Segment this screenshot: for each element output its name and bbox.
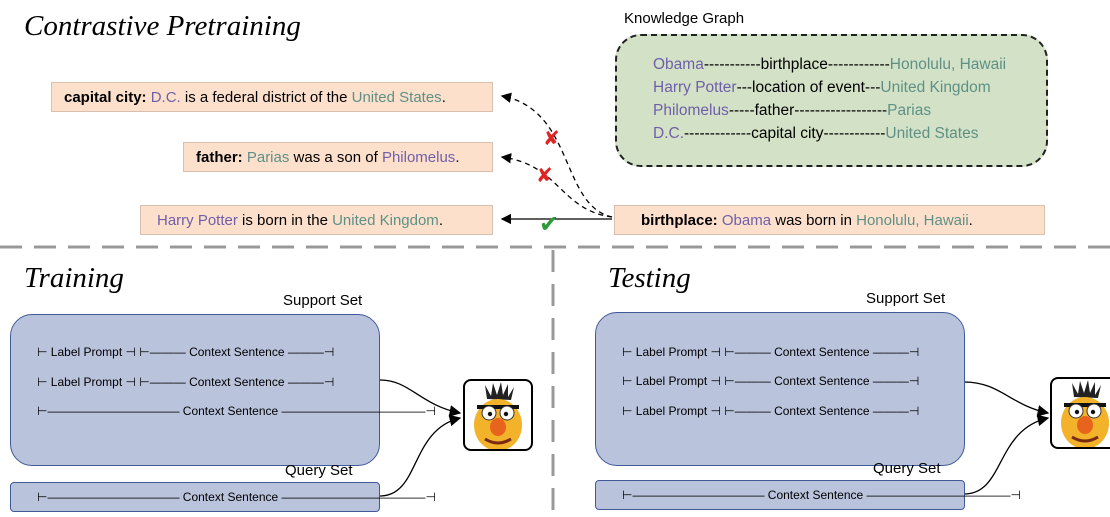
label-prompt: Label Prompt xyxy=(50,375,123,389)
kg-relation: -----------birthplace------------ xyxy=(703,56,890,73)
sentence-end: . xyxy=(441,89,446,106)
sentence-capital-city: capital city: D.C. is a federal district… xyxy=(51,82,493,112)
training-title: Training xyxy=(24,262,124,294)
kg-row: D.C.-------------capital city-----------… xyxy=(653,125,978,143)
cross-mark-capital: ✘ xyxy=(543,128,560,150)
kg-tail: United Kingdom xyxy=(880,79,991,96)
negative-arrow-father xyxy=(500,153,613,218)
sentence-father: father: Parias was a son of Philomelus. xyxy=(183,142,493,172)
support-row: ⊢ Label Prompt ⊣ ⊢——— Context Sentence —… xyxy=(622,404,920,418)
relation-label: capital city: xyxy=(64,89,147,106)
label-prompt: Label Prompt xyxy=(50,345,123,359)
bert-face-icon xyxy=(1061,380,1109,447)
negative-arrow-capital xyxy=(500,92,613,218)
kg-row: Obama-----------birthplace------------Ho… xyxy=(653,56,1006,74)
context-sentence: Context Sentence xyxy=(182,404,279,418)
label-prompt: Label Prompt xyxy=(635,404,708,418)
kg-head: Obama xyxy=(653,56,704,73)
kg-tail: United States xyxy=(885,125,979,142)
testing-query-set: ⊢——————————— Context Sentence ——————————… xyxy=(595,480,1021,510)
head-entity: Obama xyxy=(721,212,772,229)
testing-title: Testing xyxy=(608,262,691,294)
relation-label: birthplace: xyxy=(641,212,718,229)
training-support-label: Support Set xyxy=(283,292,363,309)
bert-model-image xyxy=(463,379,533,451)
kg-head: Harry Potter xyxy=(653,79,737,96)
sentence-end: . xyxy=(438,212,443,229)
bert-face-icon xyxy=(474,382,522,449)
support-row: ⊢ Label Prompt ⊣ ⊢——— Context Sentence —… xyxy=(37,345,335,359)
train-support-arrow xyxy=(379,379,462,417)
sentence-text: is a federal district of the xyxy=(180,89,352,106)
context-sentence: Context Sentence xyxy=(182,490,279,504)
kg-row: Philomelus-----father------------------P… xyxy=(653,102,931,120)
kg-title: Knowledge Graph xyxy=(624,10,745,27)
training-query-label: Query Set xyxy=(285,462,353,479)
kg-tail: Honolulu, Hawaii xyxy=(889,56,1007,73)
query-row: ⊢——————————— Context Sentence ——————————… xyxy=(37,490,436,504)
kg-relation: -----father------------------ xyxy=(728,102,888,119)
kg-relation: ---location of event--- xyxy=(736,79,881,96)
head-entity: Harry Potter xyxy=(157,212,238,229)
sentence-end: . xyxy=(455,149,460,166)
sentence-birthplace-anchor: birthplace: Obama was born in Honolulu, … xyxy=(614,205,1045,235)
sentence-harry-potter: Harry Potter is born in the United Kingd… xyxy=(140,205,493,235)
context-sentence: Context Sentence xyxy=(189,345,285,359)
train-query-arrow xyxy=(379,414,462,497)
support-row: ⊢ Label Prompt ⊣ ⊢——— Context Sentence —… xyxy=(622,345,920,359)
contrastive-title: Contrastive Pretraining xyxy=(24,10,301,42)
label-prompt: Label Prompt xyxy=(635,374,708,388)
context-sentence: Context Sentence xyxy=(774,374,870,388)
context-sentence: Context Sentence xyxy=(767,488,864,502)
query-row: ⊢——————————— Context Sentence ——————————… xyxy=(622,488,1021,502)
knowledge-graph-box: Obama-----------birthplace------------Ho… xyxy=(615,34,1048,167)
kg-tail: Parias xyxy=(887,102,932,119)
sentence-end: . xyxy=(968,212,973,229)
test-query-arrow xyxy=(963,414,1050,495)
training-query-set: ⊢——————————— Context Sentence ——————————… xyxy=(10,482,436,512)
sentence-text: was a son of xyxy=(289,149,382,166)
kg-row: Harry Potter---location of event---Unite… xyxy=(653,79,991,97)
check-mark: ✔ xyxy=(539,211,560,238)
testing-support-set: ⊢ Label Prompt ⊣ ⊢——— Context Sentence —… xyxy=(595,312,965,466)
support-row: ⊢——————————— Context Sentence ——————————… xyxy=(37,404,436,418)
tail-entity: Philomelus xyxy=(381,149,456,166)
sentence-text: is born in the xyxy=(237,212,333,229)
tail-entity: United Kingdom xyxy=(332,212,439,229)
test-support-arrow xyxy=(963,381,1050,417)
support-row: ⊢ Label Prompt ⊣ ⊢——— Context Sentence —… xyxy=(622,374,920,388)
testing-support-label: Support Set xyxy=(866,290,946,307)
tail-entity: Honolulu, Hawaii xyxy=(856,212,969,229)
label-prompt: Label Prompt xyxy=(635,345,708,359)
cross-mark-father: ✘ xyxy=(536,165,553,187)
kg-head: Philomelus xyxy=(653,102,729,119)
context-sentence: Context Sentence xyxy=(774,404,870,418)
context-sentence: Context Sentence xyxy=(189,375,285,389)
relation-label: father: xyxy=(196,149,243,166)
head-entity: Parias xyxy=(246,149,290,166)
sentence-text: was born in xyxy=(771,212,857,229)
head-entity: D.C. xyxy=(150,89,181,106)
training-support-set: ⊢ Label Prompt ⊣ ⊢——— Context Sentence —… xyxy=(10,314,436,466)
support-row: ⊢ Label Prompt ⊣ ⊢——— Context Sentence —… xyxy=(37,375,335,389)
tail-entity: United States xyxy=(351,89,442,106)
kg-head: D.C. xyxy=(653,125,684,142)
context-sentence: Context Sentence xyxy=(774,345,870,359)
testing-query-label: Query Set xyxy=(873,460,941,477)
bert-model-image xyxy=(1050,377,1110,449)
kg-relation: -------------capital city------------ xyxy=(684,125,886,142)
